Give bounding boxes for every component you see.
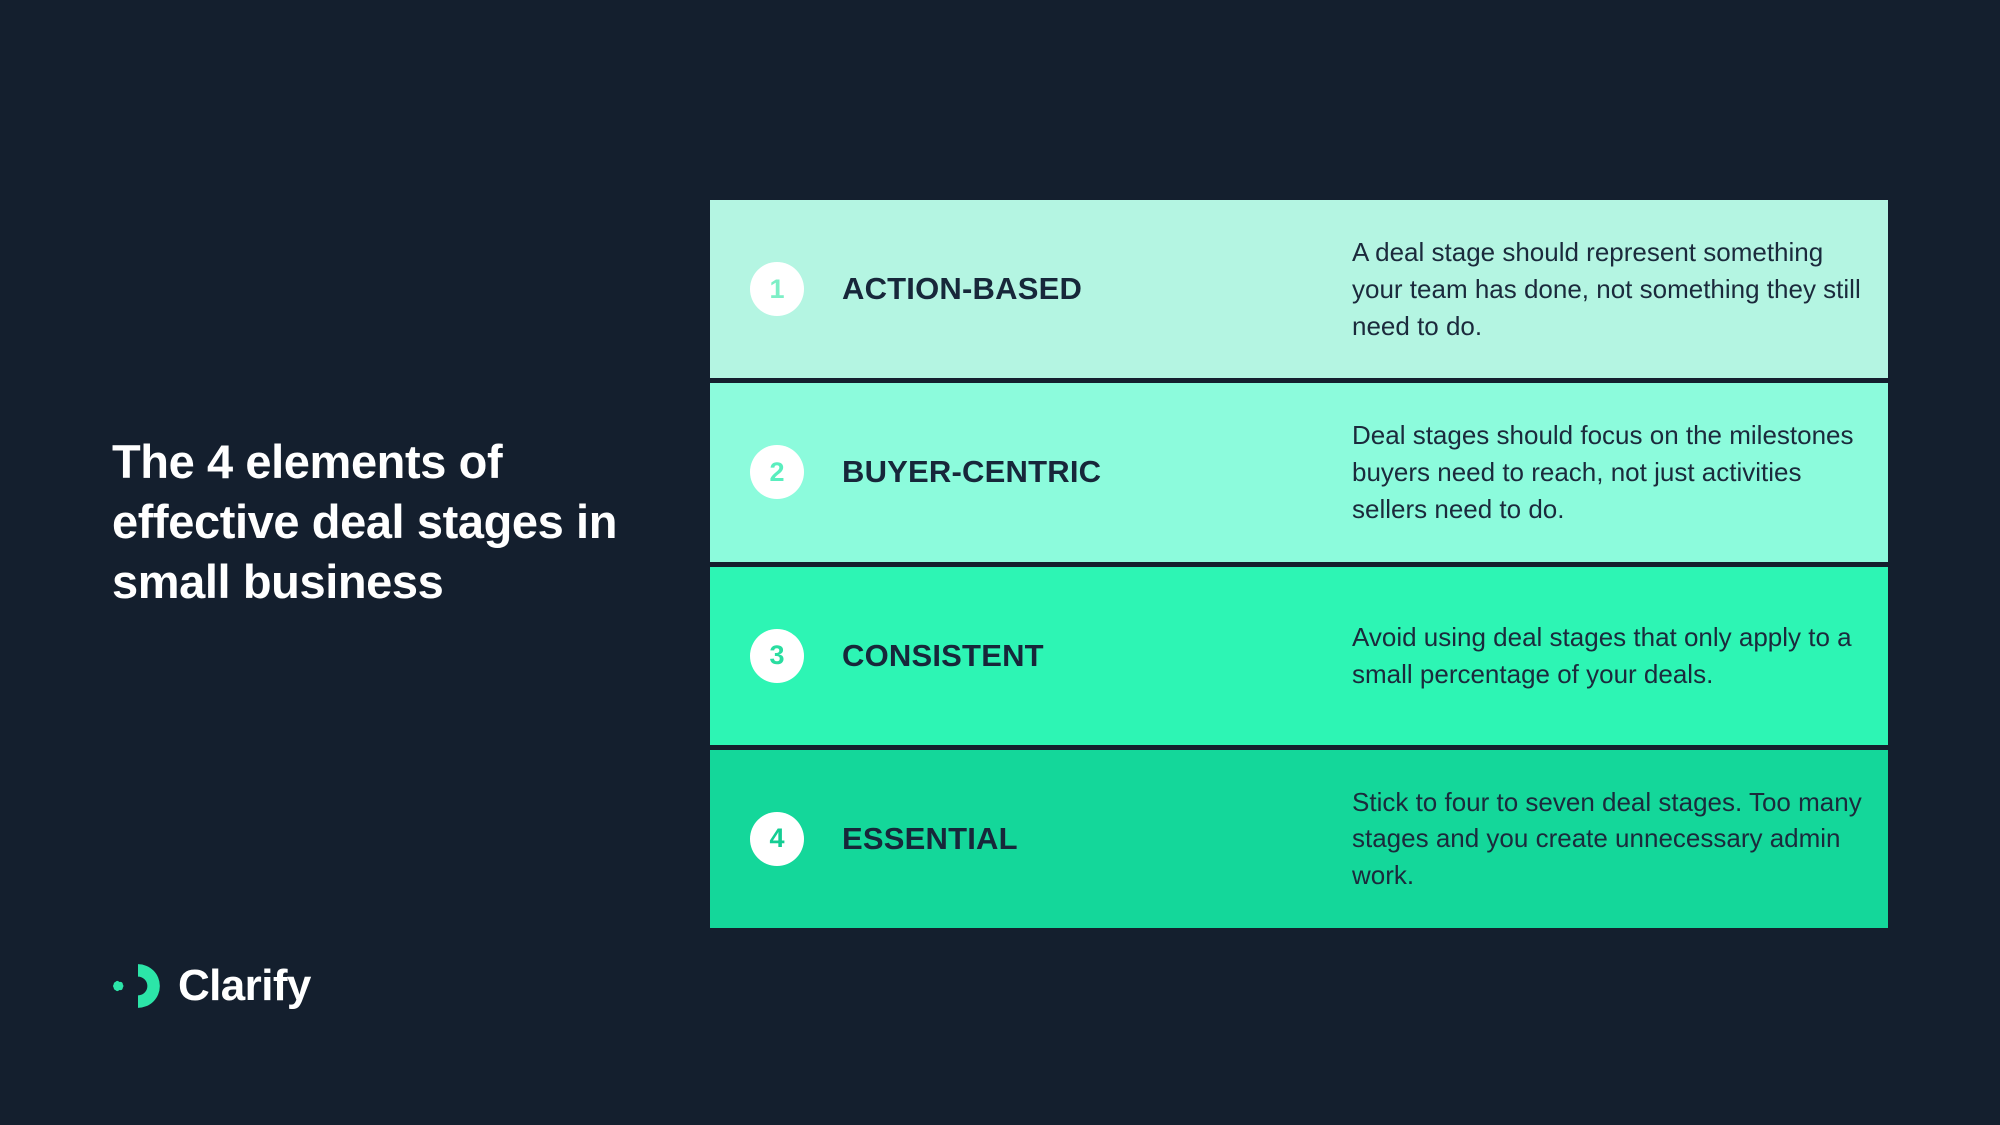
- row-number: 2: [769, 456, 785, 487]
- table-row: 1 ACTION-BASED A deal stage should repre…: [710, 200, 1888, 379]
- row-label: ESSENTIAL: [842, 820, 1018, 856]
- table-row: 3 CONSISTENT Avoid using deal stages tha…: [710, 566, 1888, 745]
- brand-logo: Clarify: [112, 960, 311, 1012]
- row-label: ACTION-BASED: [842, 271, 1083, 307]
- row-number-badge: 1: [750, 262, 804, 317]
- page-title: The 4 elements of effective deal stages …: [112, 435, 618, 609]
- row-description: A deal stage should represent something …: [1352, 236, 1861, 341]
- row-label: CONSISTENT: [842, 637, 1044, 673]
- table-row: 2 BUYER-CENTRIC Deal stages should focus…: [710, 383, 1888, 562]
- row-label: BUYER-CENTRIC: [842, 454, 1102, 490]
- row-number: 3: [769, 640, 785, 671]
- row-number: 4: [769, 823, 785, 854]
- row-number-badge: 4: [750, 811, 804, 866]
- row-number-badge: 2: [750, 445, 804, 500]
- row-description: Stick to four to seven deal stages. Too …: [1352, 786, 1862, 891]
- logo-wordmark: Clarify: [178, 961, 311, 1010]
- row-description: Deal stages should focus on the mileston…: [1352, 420, 1854, 524]
- row-number: 1: [769, 273, 785, 304]
- left-panel: The 4 elements of effective deal stages …: [112, 200, 632, 1008]
- row-number-badge: 3: [750, 628, 804, 683]
- table-row: 4 ESSENTIAL Stick to four to seven deal …: [710, 749, 1888, 928]
- elements-table: 1 ACTION-BASED A deal stage should repre…: [710, 200, 1888, 928]
- clarify-logo-mark-icon: [113, 964, 160, 1008]
- row-description: Avoid using deal stages that only apply …: [1352, 621, 1852, 689]
